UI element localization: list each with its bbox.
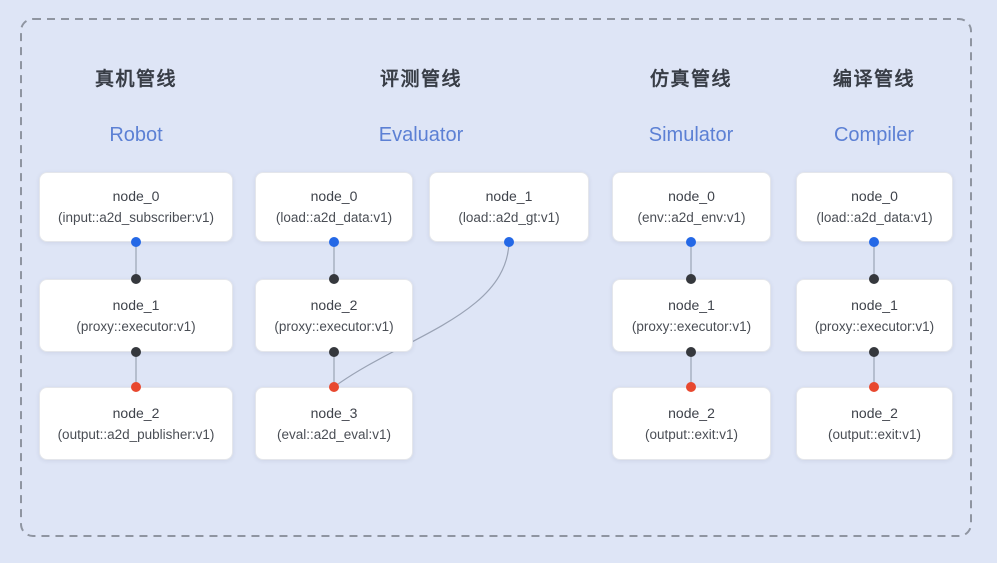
- graph-node: node_1(proxy::executor:v1): [612, 279, 771, 352]
- pipeline-title-en: Robot: [109, 124, 163, 146]
- node-type-label: (output::exit:v1): [827, 426, 922, 442]
- node-type-label: (env::a2d_env:v1): [637, 210, 746, 225]
- dark-port-dot: [869, 274, 879, 284]
- graph-node: node_0(load::a2d_data:v1): [255, 172, 413, 242]
- dashed-frame: [20, 18, 972, 537]
- node-type-label: (proxy::executor:v1): [76, 318, 196, 334]
- red-port-dot: [131, 382, 141, 392]
- graph-node: node_1(proxy::executor:v1): [39, 279, 233, 352]
- node-type-label: (load::a2d_data:v1): [816, 210, 933, 225]
- edge-connector: [333, 241, 510, 388]
- node-label: node_1: [485, 188, 533, 204]
- node-type-label: (load::a2d_gt:v1): [458, 210, 560, 225]
- dark-port-dot: [131, 274, 141, 284]
- node-label: node_0: [668, 188, 715, 204]
- graph-node: node_0(env::a2d_env:v1): [612, 172, 771, 242]
- dark-port-dot: [131, 347, 141, 357]
- pipeline-title-zh: 编译管线: [832, 69, 916, 90]
- dark-port-dot: [869, 347, 879, 357]
- graph-node: node_1(proxy::executor:v1): [796, 279, 953, 352]
- dark-port-dot: [686, 347, 696, 357]
- node-label: node_1: [668, 296, 715, 313]
- graph-node: node_2(output::exit:v1): [796, 387, 953, 460]
- pipeline-title-zh: 仿真管线: [649, 69, 733, 90]
- node-label: node_1: [851, 296, 898, 313]
- red-port-dot: [686, 382, 696, 392]
- node-type-label: (proxy::executor:v1): [274, 318, 394, 334]
- blue-port-dot: [686, 237, 696, 247]
- blue-port-dot: [131, 237, 141, 247]
- node-label: node_3: [310, 404, 358, 421]
- node-label: node_2: [112, 404, 160, 421]
- node-type-label: (output::a2d_publisher:v1): [57, 426, 215, 442]
- node-type-label: (output::exit:v1): [644, 426, 739, 442]
- node-label: node_0: [310, 188, 358, 204]
- blue-port-dot: [504, 237, 514, 247]
- graph-node: node_2(proxy::executor:v1): [255, 279, 413, 352]
- node-label: node_0: [112, 188, 160, 204]
- graph-node: node_1(load::a2d_gt:v1): [429, 172, 589, 242]
- node-label: node_2: [668, 404, 715, 421]
- red-port-dot: [329, 382, 339, 392]
- graph-node: node_2(output::exit:v1): [612, 387, 771, 460]
- pipeline-title-en: Simulator: [648, 124, 734, 146]
- blue-port-dot: [869, 237, 879, 247]
- graph-node: node_0(input::a2d_subscriber:v1): [39, 172, 233, 242]
- node-label: node_1: [112, 296, 160, 313]
- graph-node: node_3(eval::a2d_eval:v1): [255, 387, 413, 460]
- node-label: node_2: [851, 404, 898, 421]
- node-type-label: (proxy::executor:v1): [814, 318, 935, 334]
- graph-node: node_2(output::a2d_publisher:v1): [39, 387, 233, 460]
- node-label: node_2: [310, 296, 358, 313]
- node-type-label: (load::a2d_data:v1): [275, 210, 393, 225]
- node-type-label: (eval::a2d_eval:v1): [276, 426, 392, 442]
- pipeline-title-en: Compiler: [833, 124, 915, 146]
- red-port-dot: [869, 382, 879, 392]
- blue-port-dot: [329, 237, 339, 247]
- pipeline-title-zh: 真机管线: [94, 69, 178, 90]
- pipeline-title-en: Evaluator: [378, 124, 464, 146]
- graph-node: node_0(load::a2d_data:v1): [796, 172, 953, 242]
- dark-port-dot: [329, 274, 339, 284]
- node-label: node_0: [851, 188, 898, 204]
- pipeline-title-zh: 评测管线: [379, 69, 463, 90]
- node-type-label: (input::a2d_subscriber:v1): [57, 210, 215, 225]
- dark-port-dot: [686, 274, 696, 284]
- dark-port-dot: [329, 347, 339, 357]
- node-type-label: (proxy::executor:v1): [631, 318, 752, 334]
